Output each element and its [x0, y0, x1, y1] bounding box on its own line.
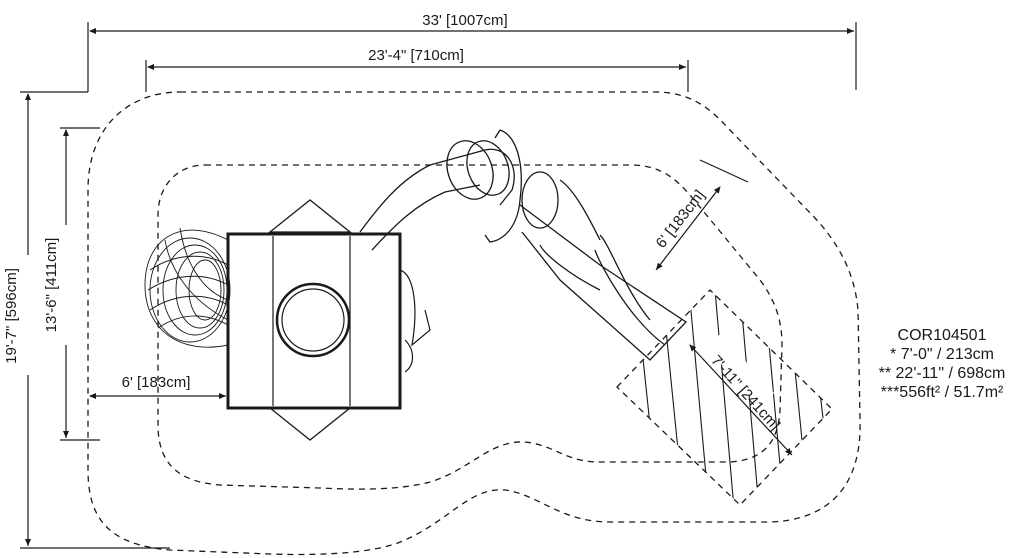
slide-exit-zone [616, 289, 833, 506]
outer-safety-zone [87, 91, 861, 556]
inner-depth-label: 13'-6" [411cm] [43, 238, 60, 333]
net-climber [144, 227, 231, 348]
spec-area: ***556ft² / 51.7m² [880, 384, 1004, 401]
spec-block: COR104501 * 7'-0" / 213cm ** 22'-11" / 6… [862, 326, 1022, 402]
spec-height: * 7'-0" / 213cm [890, 346, 994, 363]
overall-depth-label: 19'-7" [596cm] [3, 268, 20, 364]
slide-clearance-label: 6' [183cm] [653, 187, 709, 252]
tube-slide [359, 129, 688, 361]
model-number: COR104501 [897, 327, 987, 344]
inner-use-zone [157, 164, 783, 490]
spec-length: ** 22'-11" / 698cm [878, 365, 1006, 382]
overall-width-label: 33' [1007cm] [422, 12, 507, 29]
play-tower [226, 199, 431, 441]
side-clearance-label: 6' [183cm] [122, 374, 191, 391]
inner-width-label: 23'-4" [710cm] [368, 47, 464, 64]
